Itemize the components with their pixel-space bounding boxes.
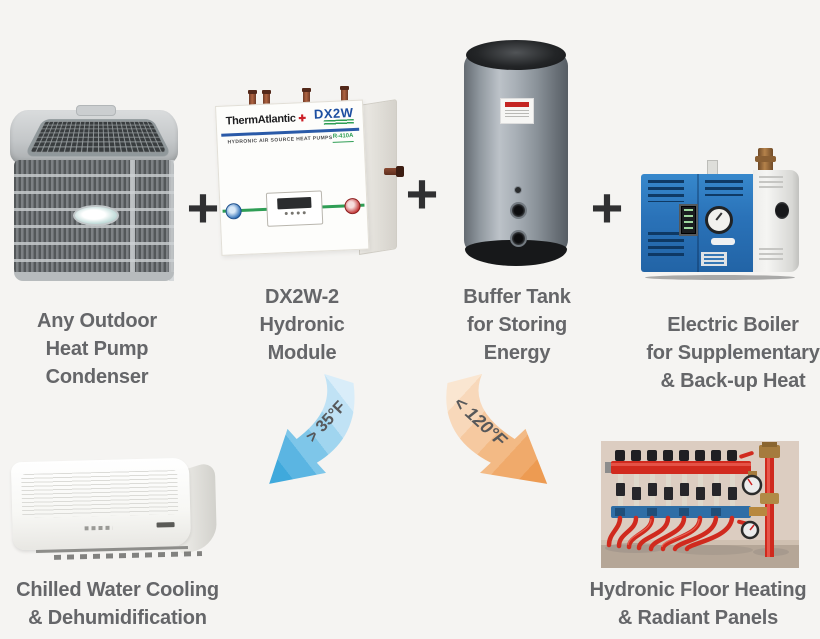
copper-pipe-icon — [340, 86, 349, 104]
maple-cross-icon: ✚ — [298, 113, 306, 124]
boiler-brand-badge — [711, 238, 735, 245]
ac-louvers — [21, 469, 179, 519]
boiler-rating-plate — [701, 252, 727, 266]
tank-label-sticker — [500, 98, 534, 124]
boiler-front-panel — [641, 174, 753, 272]
module-tagline-text: HYDRONIC AIR SOURCE HEAT PUMPS — [227, 134, 333, 146]
electric-boiler-image — [641, 148, 803, 280]
ac-bottom-vents — [53, 551, 203, 560]
module-model-subtext — [323, 118, 354, 126]
ac-body — [10, 457, 192, 551]
module-refrigerant-text: R-410A — [332, 132, 354, 143]
hot-port-icon — [344, 197, 361, 215]
buffer-tank-image — [464, 40, 568, 266]
copper-pipe-icon — [262, 90, 271, 108]
caption-electric-boiler: Electric Boiler for Supplementary & Back… — [646, 314, 820, 392]
boiler-vent — [648, 232, 684, 258]
tank-body — [464, 40, 568, 266]
pressure-gauge-icon — [705, 206, 733, 234]
module-brand-text: ThermAtlantic ✚ — [225, 112, 306, 128]
hydronic-manifold-image — [601, 441, 799, 568]
plus-icon: + — [186, 176, 220, 239]
hydronic-module-image: ThermAtlantic ✚ DX2W HYDRONIC AIR SOURCE… — [213, 84, 404, 268]
boiler-vent — [705, 180, 743, 196]
caption-floor-heating-output: Hydronic Floor Heating & Radiant Panels — [589, 579, 807, 629]
boiler-side-panel — [753, 170, 799, 272]
caption-chilled-water-output: Chilled Water Cooling & Dehumidification — [16, 579, 219, 629]
module-front-panel: ThermAtlantic ✚ DX2W HYDRONIC AIR SOURCE… — [215, 99, 370, 256]
caption-hydronic-module: DX2W-2 Hydronic Module — [259, 286, 345, 364]
heat-pump-condenser-image — [10, 94, 180, 290]
tank-top-cap — [466, 40, 566, 70]
module-control-panel — [265, 190, 324, 227]
module-display — [277, 196, 312, 210]
copper-pipe-icon — [248, 90, 257, 108]
plus-icon: + — [590, 176, 624, 239]
caption-heat-pump-condenser: Any Outdoor Heat Pump Condenser — [36, 310, 157, 388]
boiler-control-display — [679, 204, 698, 236]
condenser-brand-badge — [73, 205, 119, 226]
hot-water-arrow-icon: < 120°F — [446, 373, 548, 484]
ac-indoor-unit-image — [10, 448, 222, 568]
cold-port-icon — [225, 202, 242, 220]
caption-buffer-tank: Buffer Tank for Storing Energy — [463, 286, 571, 364]
plus-icon: + — [405, 162, 439, 225]
tank-port-icon — [510, 230, 527, 247]
boiler-vent — [648, 180, 684, 202]
condenser-fan-hub — [76, 105, 116, 116]
tank-port-icon — [510, 202, 527, 219]
copper-pipe-icon — [302, 88, 311, 106]
condenser-fan-grille-icon — [23, 119, 173, 157]
condenser-coil-body — [14, 160, 174, 281]
chilled-water-arrow-icon: > 35°F — [269, 373, 355, 484]
module-side-pipe-icon — [384, 166, 404, 177]
ac-brand-badge — [156, 522, 175, 528]
boiler-flue-hole — [775, 202, 789, 219]
